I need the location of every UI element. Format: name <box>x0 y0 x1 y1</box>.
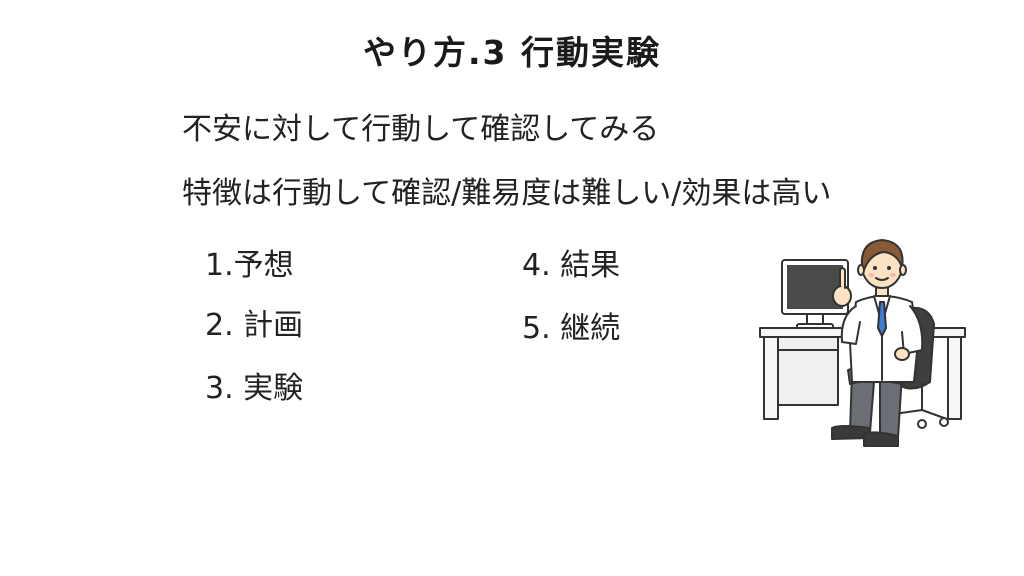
step-item-5: 5. 継続 <box>522 311 621 346</box>
step-item-1: 1.予想 <box>205 248 294 283</box>
tie-icon <box>877 301 887 337</box>
description-line-2: 特徴は行動して確認/難易度は難しい/効果は高い <box>182 176 832 211</box>
step-item-4: 4. 結果 <box>522 248 621 283</box>
step-item-3: 3. 実験 <box>205 371 304 406</box>
slide-title: やり方.3 行動実験 <box>363 33 661 72</box>
scientist-at-desk-illustration <box>759 239 966 447</box>
step-item-2: 2. 計画 <box>205 308 304 343</box>
description-line-1: 不安に対して行動して確認してみる <box>182 112 660 147</box>
